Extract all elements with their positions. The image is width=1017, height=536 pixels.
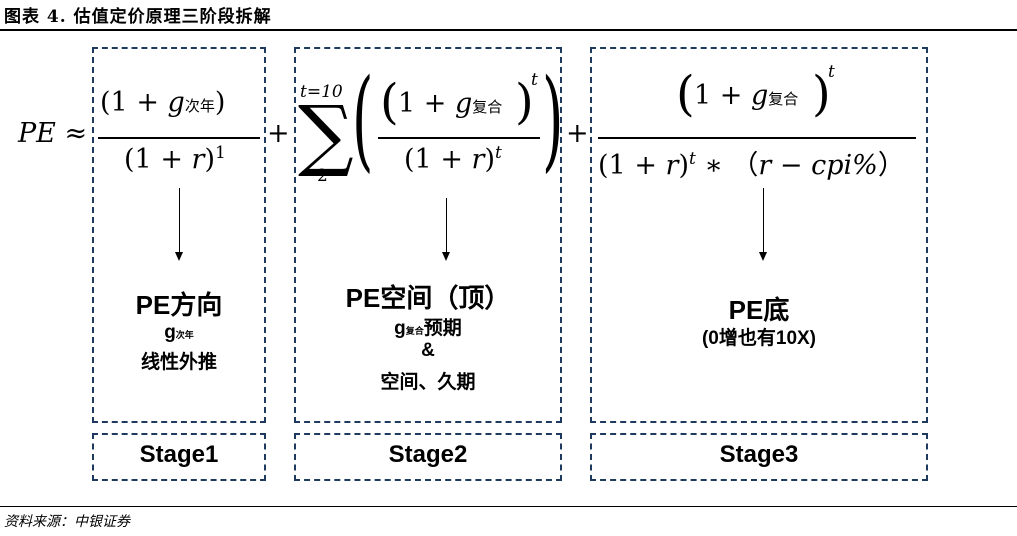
term3-numerator: 1 + g复合 (694, 80, 799, 111)
stage1-label: Stage1 (139, 441, 219, 468)
sum-lower-limit: 2 (317, 166, 328, 186)
stage2-label-box (294, 433, 562, 481)
term3-num-right-paren: ) (812, 66, 831, 122)
stage2-formula-box (294, 47, 562, 423)
bottom-rule (0, 506, 1017, 507)
term3-num-left-paren: ( (676, 66, 695, 122)
stage3-arrow-head (759, 252, 767, 261)
stage2-title: PE空间（顶） (345, 283, 511, 313)
stage1-line1: 线性外推 (140, 352, 217, 373)
term2-right-bracket: ) (542, 55, 564, 183)
stage1-formula-box (92, 47, 266, 423)
stage3-title: PE底 (728, 295, 790, 325)
term2-fraction-line (378, 137, 540, 139)
sum-symbol: ∑ (298, 90, 354, 180)
stage1-arrow-head (175, 252, 183, 261)
term2-numerator: 1 + g复合 (398, 88, 503, 119)
stage1-arrow (179, 188, 180, 254)
term3-num-exponent: t (828, 62, 835, 82)
term2-num-right-paren: ) (515, 74, 534, 130)
term2-denominator: (1 + r)t (404, 143, 502, 175)
term1-fraction-line (98, 137, 260, 139)
stage2-ampersand: & (421, 340, 435, 361)
stage3-arrow (763, 188, 764, 254)
stage2-label: Stage2 (388, 441, 468, 468)
stage1-title: PE方向 (135, 290, 223, 320)
figure-title: 图表 4. 估值定价原理三阶段拆解 (4, 7, 272, 27)
stage3-label: Stage3 (719, 441, 799, 468)
term3-fraction-line (598, 137, 916, 139)
plus-sign-2: + (566, 118, 589, 149)
plus-sign-1: + (267, 118, 290, 149)
stage1-g: g次年 (164, 322, 194, 343)
stage1-label-box (92, 433, 266, 481)
stage2-line2: 空间、久期 (380, 372, 476, 393)
term3-denominator: (1 + r)t ∗ （r − cpi%） (598, 149, 905, 181)
sum-upper-limit: t=10 (300, 82, 343, 102)
term1-numerator: (1 + g次年) (100, 87, 226, 118)
term2-num-exponent: t (531, 70, 538, 90)
stage2-arrow-head (442, 252, 450, 261)
stage3-formula-box (590, 47, 928, 423)
source-note: 资料来源：中银证券 (4, 514, 130, 530)
term2-left-bracket: ( (352, 55, 374, 183)
stage3-label-box (590, 433, 928, 481)
term2-num-left-paren: ( (380, 74, 399, 130)
formula-lhs: PE ≈ (18, 118, 88, 149)
top-rule (0, 29, 1017, 31)
stage2-arrow (446, 198, 447, 254)
stage2-g: g复合预期 (394, 318, 462, 339)
stage3-line1: (0增也有10X) (701, 328, 817, 349)
term1-denominator: (1 + r)1 (124, 143, 226, 175)
